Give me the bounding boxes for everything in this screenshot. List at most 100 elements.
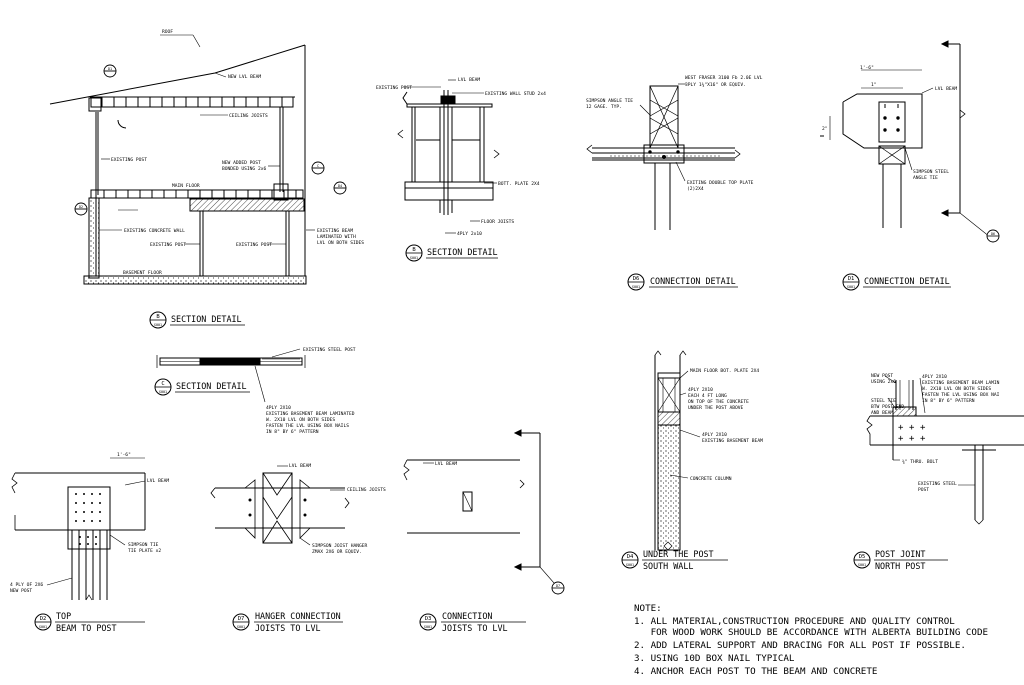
title-d7: D7 S001 HANGER CONNECTION JOISTS TO LVL: [232, 611, 343, 633]
floor-joist-ticks: [103, 190, 297, 198]
label-steel-tie2: BTW POST END: [871, 404, 904, 410]
label-roof: ROOF: [162, 29, 173, 35]
detail-c-text: EXISTING STEEL POST 4PLY 2X10 EXISTING B…: [266, 347, 356, 435]
label-lvl-beam-d2: LVL BEAM: [147, 478, 169, 484]
label-ply4-d5: FASTEN THE LVL USING BOX NAI: [922, 392, 1000, 398]
label-zmax: ZMAX 2X6 OR EQUIV.: [312, 549, 362, 555]
title-d2-text: TOP: [56, 611, 71, 621]
detail-b-callouts: [74, 64, 347, 216]
title-d3-subtitle: JOISTS TO LVL: [442, 623, 508, 633]
label-existing-wall-stud: EXISTING WALL STUD 2x4: [485, 91, 546, 97]
label-main-floor-d4: MAIN FLOOR BOT. PLATE 2X4: [690, 368, 759, 374]
title-d4-text: UNDER THE POST: [643, 549, 714, 559]
note-line-4: 3. USING 10D BOX NAIL TYPICAL: [634, 653, 795, 664]
label-ceiling-joists: CEILING JOISTS: [229, 113, 268, 119]
detail-d5-text: NEW POST USING 2x6 STEEL TIE BTW POST EN…: [871, 373, 1000, 493]
label-simpson-tie: SIMPSON TIE: [128, 542, 159, 548]
title-d1-text: CONNECTION DETAIL: [864, 276, 950, 286]
detail-d1-connection: [820, 40, 991, 238]
detail-b-section: [49, 34, 315, 285]
label-steel-tie3: AND BEAM: [871, 410, 893, 416]
label-laminated: LAMINATED WITH: [317, 234, 356, 240]
detail-d6-connection: [586, 83, 741, 230]
label-new-post2-d5: USING 2x6: [871, 379, 896, 385]
detail-d3-text: LVL BEAM: [435, 461, 457, 467]
detail-d3-connection: [403, 429, 555, 584]
detail-d2-top: [11, 457, 146, 601]
title-d6-bubble: D6: [633, 276, 640, 282]
label-simpson-hanger: SIMPSON JOIST HANGER: [312, 543, 368, 549]
title-b2-text: SECTION DETAIL: [427, 247, 498, 257]
label-lvl-beam-d7: LVL BEAM: [289, 463, 311, 469]
label-ply-c: 4PLY 2X10: [266, 405, 291, 411]
title-b2-bubble: B: [412, 247, 416, 253]
ceiling-joist-ticks: [101, 97, 283, 107]
label-existing-post-3: EXISTING POST: [236, 242, 272, 248]
label-west-fraser: WEST FRASER 3100 Fb 2.0E LVL: [685, 75, 763, 81]
label-thru-bolt: ¾" THRU. BOLT: [902, 459, 938, 465]
label-c-note4: IN 8" BY 6" PATTERN: [266, 429, 319, 435]
label-dim-inner: 1": [871, 82, 877, 88]
note-line-1: 1. ALL MATERIAL,CONSTRUCTION PROCEDURE A…: [634, 616, 955, 627]
title-d4-sheet: S001: [626, 563, 634, 567]
detail-d6-text: WEST FRASER 3100 Fb 2.0E LVL 3PLY 1¾"X16…: [586, 75, 763, 192]
label-lvl-beam-d3: LVL BEAM: [435, 461, 457, 467]
label-existing-post-b2: EXISTING POST: [376, 85, 412, 91]
title-d1: D1 S001 CONNECTION DETAIL: [842, 273, 951, 291]
label-existing-beam: EXISTING BEAM: [317, 228, 353, 234]
label-d4-ply3: ON TOP OF THE CONCRETE: [688, 399, 749, 405]
label-d4-ply1: 4PLY 2X10: [688, 387, 713, 393]
label-d4-ply2: EACH 4 FT LONG: [688, 393, 727, 399]
label-tie-plate: TIE PLATE x2: [128, 548, 161, 554]
label-existing-concrete-wall: EXISTING CONCRETE WALL: [124, 228, 185, 234]
label-bott-plate: BOTT. PLATE 2X4: [498, 181, 540, 187]
detail-b2-section: [397, 79, 500, 234]
title-d4-bubble: D4: [627, 554, 634, 560]
callout-d7-bubble: D7: [551, 581, 565, 595]
label-new-lvl-beam: NEW LVL BEAM: [228, 74, 261, 80]
label-ply-size: 3PLY 1¾"X16" OR EQUIV.: [685, 82, 746, 88]
detail-d4-text: MAIN FLOOR BOT. PLATE 2X4 4PLY 2X10 EACH…: [688, 368, 763, 482]
d2-nails: [75, 493, 101, 545]
label-simpson-angle: SIMPSON ANGLE TIE: [586, 98, 633, 104]
svg-text:+: +: [909, 434, 915, 444]
detail-d4-under-post: [654, 350, 701, 551]
label-lvl-beam-d1: LVL BEAM: [935, 86, 957, 92]
title-b: B S001 SECTION DETAIL: [149, 311, 245, 329]
note-line-3: 2. ADD LATERAL SUPPORT AND BRACING FOR A…: [634, 640, 966, 651]
svg-text:+: +: [920, 423, 926, 433]
label-concrete-column: CONCRETE COLUMN: [690, 476, 732, 482]
label-dim-d2: 1'-6": [117, 452, 131, 458]
title-d3-bubble: D3: [425, 616, 432, 622]
label-basement-floor: BASEMENT FLOOR: [123, 270, 162, 276]
label-simpson-steel: SIMPSON STEEL: [913, 169, 949, 175]
title-d2-subtitle: BEAM TO POST: [56, 623, 117, 633]
callout-c: C: [317, 164, 319, 168]
title-d6-sheet: S001: [632, 285, 640, 289]
callout-bubble: [333, 181, 347, 195]
detail-d2-text: 1'-6" LVL BEAM SIMPSON TIE TIE PLATE x2 …: [10, 452, 169, 594]
note-line-5: 4. ANCHOR EACH POST TO THE BEAM AND CONC…: [634, 666, 877, 677]
callout-bubble: [103, 64, 117, 78]
callout-d7: D7: [556, 584, 560, 588]
detail-c-section: [156, 348, 306, 403]
label-existing-post: EXISTING POST: [111, 157, 147, 163]
title-d1-sheet: S001: [847, 285, 855, 289]
title-c-sheet: S001: [159, 390, 167, 394]
label-existing-steel-post: EXISTING STEEL POST: [303, 347, 356, 353]
label-ply-b2: 4PLY 2x10: [457, 231, 482, 237]
title-b-bubble: B: [156, 314, 160, 320]
detail-b-callout-text: D1 C D4 D2: [79, 67, 342, 209]
label-ply2-d5: EXISTING BASEMENT BEAM LAMIN: [922, 380, 1000, 386]
title-d7-subtitle: JOISTS TO LVL: [255, 623, 321, 633]
title-d6-text: CONNECTION DETAIL: [650, 276, 736, 286]
label-d4-ply4: UNDER THE POST ABOVE: [688, 405, 744, 411]
label-lvl-beam-b2: LVL BEAM: [458, 77, 480, 83]
title-d6: D6 S001 CONNECTION DETAIL: [627, 273, 738, 291]
title-d2: D2 S001 TOP BEAM TO POST: [34, 611, 145, 633]
callout-bubble: [311, 161, 325, 175]
title-d5: D5 S001 POST JOINT NORTH POST: [853, 549, 948, 571]
callout-bubble: [74, 202, 88, 216]
title-d5-text: POST JOINT: [875, 549, 925, 559]
label-gage: 12 GAGE. TYP.: [586, 104, 622, 110]
